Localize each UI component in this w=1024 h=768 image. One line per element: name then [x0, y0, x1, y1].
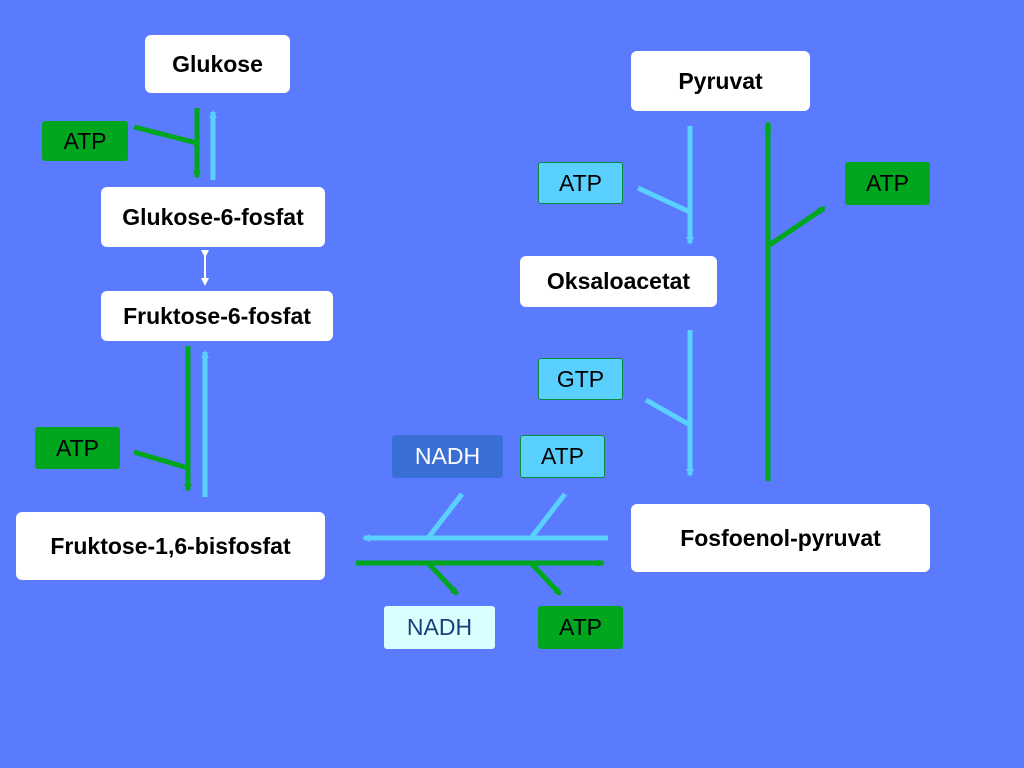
pyruvat-label: Pyruvat	[678, 67, 763, 94]
atp-pfk-label: ATP	[55, 434, 100, 461]
nadh-gluconeogenesis-label: NADH	[414, 443, 481, 469]
nadh-gluconeogenesis-connector	[426, 492, 464, 540]
atp-pfk-connector	[133, 449, 189, 471]
nadh-glycolysis-connector	[426, 561, 459, 596]
gtp-pepck-tag: GTP	[538, 358, 623, 400]
atp-hexokinase-tag: ATP	[42, 121, 128, 161]
fruktose-6-fosfat-box: Fruktose-6-fosfat	[101, 291, 333, 341]
nadh-gluconeogenesis-tag: NADH	[392, 435, 503, 478]
fruktose-6-fosfat-label: Fruktose-6-fosfat	[123, 302, 311, 329]
glukose-6-fosfat-label: Glukose-6-fosfat	[122, 203, 304, 230]
pyruvat-box: Pyruvat	[631, 51, 810, 111]
nadh-glycolysis-label: NADH	[406, 614, 473, 640]
fosfoenol-pyruvat-box: Fosfoenol-pyruvat	[631, 504, 930, 572]
atp-gluconeogenesis-label: ATP	[540, 443, 585, 469]
atp-hexokinase-connector	[133, 124, 198, 146]
fruktose-1-6-bisfosfat-label: Fruktose-1,6-bisfosfat	[50, 532, 291, 559]
atp-pyruvate-kinase-tag: ATP	[845, 162, 930, 205]
oksaloacetat-label: Oksaloacetat	[546, 268, 691, 294]
atp-hexokinase-label: ATP	[63, 127, 107, 154]
gtp-pepck-connector	[644, 397, 692, 428]
atp-glycolysis-label: ATP	[558, 614, 603, 640]
oksaloacetat-box: Oksaloacetat	[520, 256, 717, 307]
atp-gluconeogenesis-tag: ATP	[520, 435, 605, 478]
glukose-6-fosfat-box: Glukose-6-fosfat	[101, 187, 325, 247]
atp-glycolysis-tag: ATP	[538, 606, 623, 649]
nadh-glycolysis-tag: NADH	[384, 606, 495, 649]
atp-pyruvate-carboxylase-connector	[636, 185, 692, 215]
atp-pyruvate-carboxylase-tag: ATP	[538, 162, 623, 204]
atp-pyruvate-carboxylase-label: ATP	[558, 169, 603, 196]
fosfoenol-pyruvat-label: Fosfoenol-pyruvat	[680, 524, 881, 551]
atp-pfk-tag: ATP	[35, 427, 120, 469]
atp-glycolysis-connector	[529, 561, 562, 596]
atp-pyruvate-kinase-label: ATP	[865, 170, 910, 196]
glukose-box: Glukose	[145, 35, 290, 93]
glukose-label: Glukose	[172, 50, 263, 77]
fruktose-1-6-bisfosfat-box: Fruktose-1,6-bisfosfat	[16, 512, 325, 580]
atp-pyruvate-kinase-connector	[766, 205, 826, 249]
gtp-pepck-label: GTP	[556, 365, 605, 392]
atp-gluconeogenesis-connector	[529, 492, 567, 540]
